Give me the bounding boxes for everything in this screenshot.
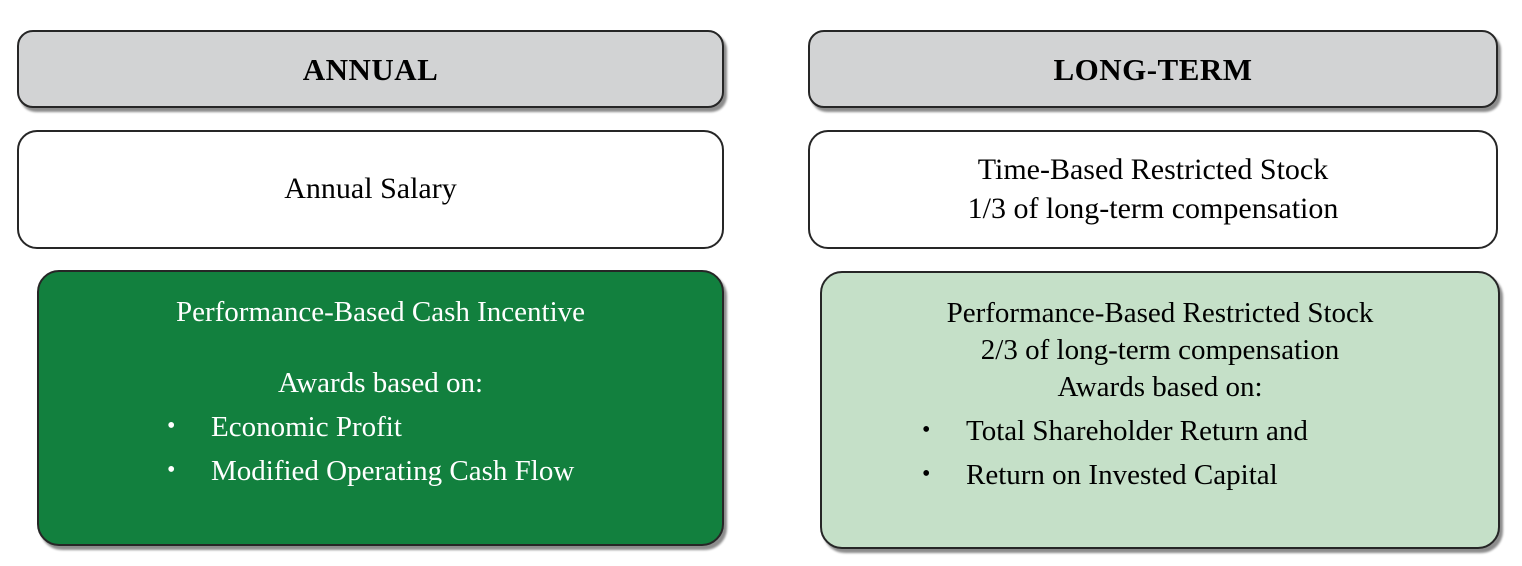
list-item-label: Modified Operating Cash Flow (211, 454, 575, 487)
column-header-annual: ANNUAL (17, 30, 724, 108)
column-header-annual-label: ANNUAL (302, 51, 439, 87)
list-item-label: Economic Profit (211, 411, 402, 444)
card-annual-salary-text: Annual Salary (284, 172, 457, 206)
card-stock-title: Performance-Based Restricted Stock (946, 297, 1374, 329)
card-stock-fraction: 2/3 of long-term compensation (980, 334, 1340, 367)
card-stock-bullet-list: • Total Shareholder Return and • Return … (922, 410, 1498, 498)
card-performance-restricted-stock: Performance-Based Restricted Stock 2/3 o… (820, 271, 1500, 549)
card-performance-restricted-stock-body: Performance-Based Restricted Stock 2/3 o… (822, 273, 1498, 497)
bullet-icon: • (922, 417, 931, 444)
card-time-based-restricted-stock: Time-Based Restricted Stock 1/3 of long-… (808, 130, 1498, 249)
bullet-icon: • (922, 460, 931, 487)
list-item: • Return on Invested Capital (922, 454, 1498, 498)
card-cash-title: Performance-Based Cash Incentive (175, 296, 586, 328)
card-annual-salary: Annual Salary (17, 130, 724, 249)
column-header-long-term: LONG-TERM (808, 30, 1498, 108)
card-cash-bullet-list-wrap: • Economic Profit • Modified Operating C… (167, 406, 722, 494)
card-cash-spacer (39, 331, 722, 365)
card-performance-cash-incentive-body: Performance-Based Cash Incentive Awards … (39, 272, 722, 493)
bullet-icon: • (167, 456, 176, 483)
column-header-long-term-label: LONG-TERM (1053, 51, 1253, 87)
card-stock-awards-label: Awards based on: (1057, 371, 1263, 404)
card-cash-awards-label: Awards based on: (277, 367, 484, 400)
list-item-label: Return on Invested Capital (966, 458, 1278, 491)
list-item-label: Total Shareholder Return and (966, 415, 1308, 448)
card-performance-cash-incentive: Performance-Based Cash Incentive Awards … (37, 270, 724, 546)
card-cash-bullet-list: • Economic Profit • Modified Operating C… (167, 406, 722, 494)
list-item: • Economic Profit (167, 406, 722, 450)
card-stock-bullet-list-wrap: • Total Shareholder Return and • Return … (922, 410, 1498, 498)
list-item: • Modified Operating Cash Flow (167, 450, 722, 494)
bullet-icon: • (167, 413, 176, 440)
card-time-based-restricted-stock-text: Time-Based Restricted Stock 1/3 of long-… (967, 153, 1339, 225)
list-item: • Total Shareholder Return and (922, 410, 1498, 454)
